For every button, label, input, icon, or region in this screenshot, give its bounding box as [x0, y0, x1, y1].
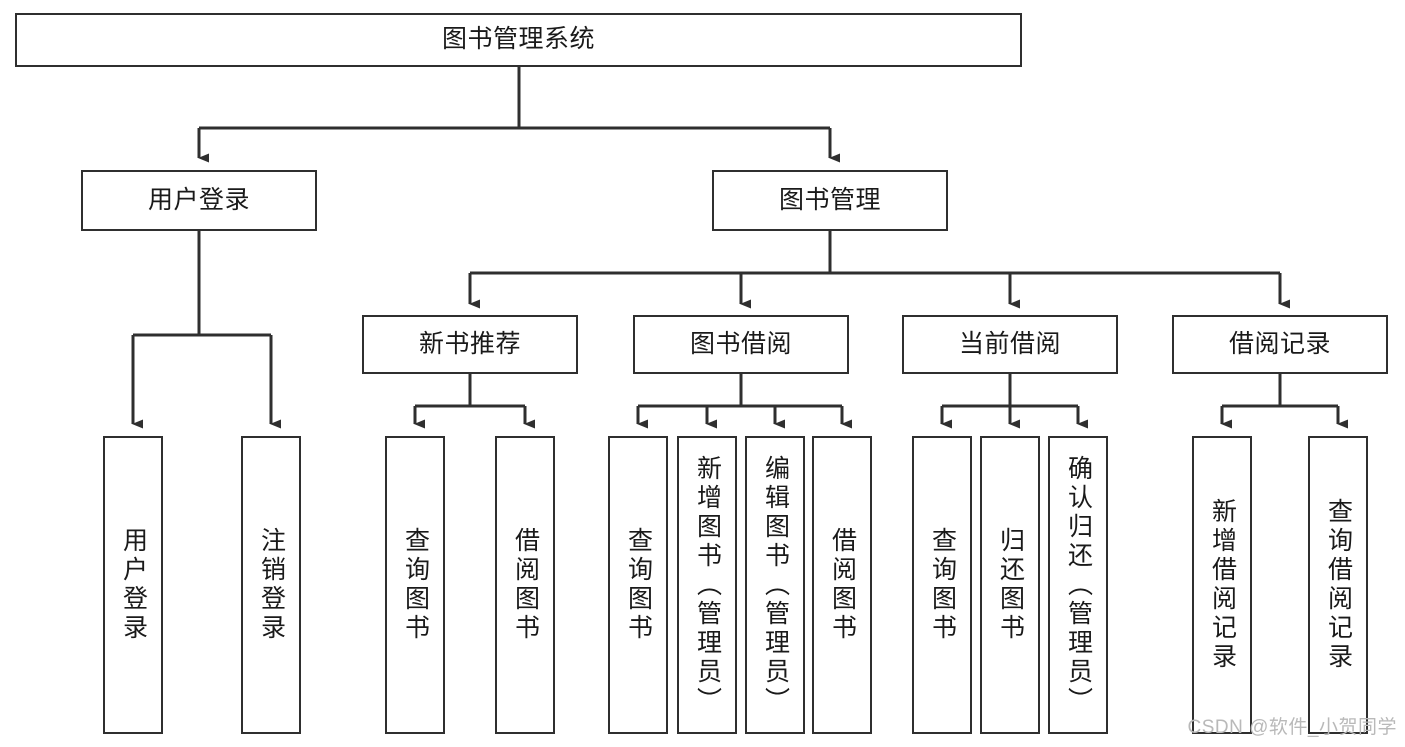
leaf-add-book-admin[interactable]: 新增图书（管理员） [677, 436, 737, 734]
leaf-confirm-return-admin[interactable]: 确认归还（管理员） [1048, 436, 1108, 734]
node-label: 借阅图书 [511, 527, 540, 643]
leaf-query-book-recommend[interactable]: 查询图书 [385, 436, 445, 734]
node-label: 查询图书 [401, 527, 430, 643]
leaf-return-book[interactable]: 归还图书 [980, 436, 1040, 734]
leaf-query-borrow-record[interactable]: 查询借阅记录 [1308, 436, 1368, 734]
node-book-management[interactable]: 图书管理 [712, 170, 948, 231]
node-label: 新书推荐 [418, 329, 521, 358]
node-label: 归还图书 [996, 527, 1025, 643]
node-label: 查询借阅记录 [1324, 498, 1353, 672]
node-label: 借阅图书 [828, 527, 857, 643]
csdn-watermark: CSDN @软件_小贺同学 [1187, 717, 1397, 738]
node-label: 编辑图书（管理员） [761, 454, 790, 716]
leaf-edit-book-admin[interactable]: 编辑图书（管理员） [745, 436, 805, 734]
node-root-system[interactable]: 图书管理系统 [15, 13, 1022, 67]
leaf-borrow-book[interactable]: 借阅图书 [812, 436, 872, 734]
node-label: 用户登录 [119, 527, 148, 643]
node-label: 借阅记录 [1228, 329, 1331, 358]
leaf-user-logout[interactable]: 注销登录 [241, 436, 301, 734]
node-label: 查询图书 [624, 527, 653, 643]
node-current-borrow[interactable]: 当前借阅 [902, 315, 1118, 374]
node-label: 新增借阅记录 [1208, 498, 1237, 672]
node-borrow-record[interactable]: 借阅记录 [1172, 315, 1388, 374]
leaf-add-borrow-record[interactable]: 新增借阅记录 [1192, 436, 1252, 734]
node-book-borrow[interactable]: 图书借阅 [633, 315, 849, 374]
node-user-login[interactable]: 用户登录 [81, 170, 317, 231]
node-label: 图书管理 [778, 185, 881, 214]
leaf-user-login[interactable]: 用户登录 [103, 436, 163, 734]
node-label: 图书管理系统 [441, 25, 595, 54]
leaf-query-book-current[interactable]: 查询图书 [912, 436, 972, 734]
node-label: 新增图书（管理员） [693, 454, 722, 716]
node-new-book-recommend[interactable]: 新书推荐 [362, 315, 578, 374]
node-label: 注销登录 [257, 527, 286, 643]
leaf-borrow-book-recommend[interactable]: 借阅图书 [495, 436, 555, 734]
node-label: 图书借阅 [689, 329, 792, 358]
node-label: 查询图书 [928, 527, 957, 643]
leaf-query-book-borrow[interactable]: 查询图书 [608, 436, 668, 734]
node-label: 当前借阅 [958, 329, 1061, 358]
node-label: 用户登录 [147, 185, 250, 214]
node-label: 确认归还（管理员） [1064, 454, 1093, 716]
